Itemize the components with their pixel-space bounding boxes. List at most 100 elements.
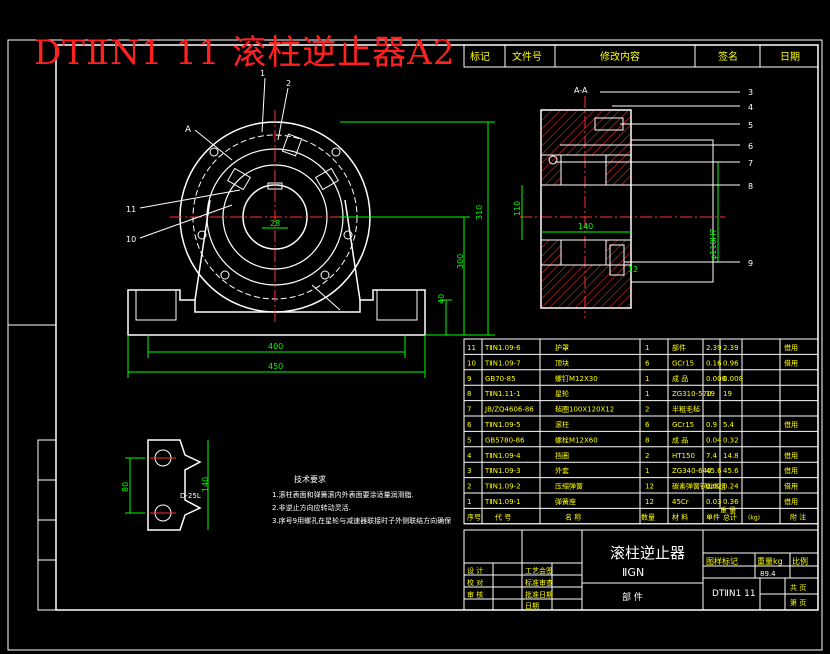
dim-height-center: 300 bbox=[456, 254, 465, 269]
front-callout-2: 2 bbox=[286, 79, 291, 88]
bom-cell-qty: 6 bbox=[645, 421, 650, 429]
bom-header-no: 序号 bbox=[467, 512, 481, 521]
bom-cell-note: 借用 bbox=[784, 420, 798, 429]
bom-cell-no: 11 bbox=[467, 344, 476, 352]
bom-header-note: 附 注 bbox=[790, 512, 806, 521]
rev-col-date: 日期 bbox=[780, 51, 800, 63]
bom-cell-unit: 45.6 bbox=[706, 467, 722, 475]
bom-header-material: 材 料 bbox=[672, 512, 688, 521]
tech-title: 技术要求 bbox=[294, 474, 326, 484]
bom-cell-name: 螺钉M12X30 bbox=[555, 374, 598, 383]
bom-cell-no: 7 bbox=[467, 406, 471, 414]
bom-cell-total: 5.4 bbox=[723, 421, 735, 429]
bom-cell-code: TⅡN1.09-6 bbox=[484, 344, 521, 352]
bom-cell-material: 部件 bbox=[672, 343, 686, 352]
bom-cell-note: 借用 bbox=[784, 451, 798, 460]
bom-cell-material: 半粗毛毡 bbox=[672, 405, 700, 414]
inner-frame bbox=[55, 44, 819, 611]
bom-cell-material: 成 品 bbox=[672, 374, 688, 383]
bom-cell-name: 压缩弹簧 bbox=[555, 482, 583, 491]
dim-outer: φ110H7 bbox=[709, 228, 718, 260]
bom-cell-material: GCr15 bbox=[672, 359, 694, 367]
bom-cell-code: GB5780-86 bbox=[485, 436, 525, 444]
bom-cell-name: 螺栓M12X60 bbox=[555, 435, 598, 444]
bom-cell-name: 星轮 bbox=[555, 389, 569, 398]
bom-cell-material: HT150 bbox=[672, 452, 695, 460]
section-callout-7: 7 bbox=[748, 159, 753, 168]
bom-cell-total: 0.36 bbox=[723, 498, 739, 506]
dim-width-inner: 400 bbox=[268, 342, 283, 351]
bom-cell-qty: 8 bbox=[645, 436, 649, 444]
bom-cell-material: 成 品 bbox=[672, 435, 688, 444]
section-callout-5: 5 bbox=[748, 121, 753, 130]
bom-cell-name: 护罩 bbox=[555, 343, 569, 352]
detail-dim-height: 140 bbox=[201, 477, 210, 492]
bom-header-weight: 重 量 bbox=[720, 506, 736, 514]
bom-cell-unit: 0.008 bbox=[706, 375, 726, 383]
dim-height-base: 40 bbox=[437, 294, 446, 304]
front-section-label: A bbox=[185, 125, 192, 135]
bom-cell-material: 碳素弹簧钢丝B组 bbox=[672, 482, 726, 491]
bom-cell-unit: 7.4 bbox=[706, 452, 718, 460]
tb-role-review: 审 核 bbox=[467, 590, 483, 599]
bom-cell-qty: 1 bbox=[645, 344, 649, 352]
bom-cell-total: 0.008 bbox=[723, 375, 743, 383]
tb-part-label: 部 件 bbox=[622, 591, 643, 603]
dim-width-outer: 450 bbox=[268, 362, 283, 371]
bom-cell-unit: 2.39 bbox=[706, 344, 722, 352]
section-callout-3: 3 bbox=[748, 88, 753, 97]
bom-cell-material: ZG310-570 bbox=[672, 390, 711, 398]
dim-shaft: 110 bbox=[513, 201, 522, 216]
bom-header-code: 代 号 bbox=[495, 512, 511, 521]
bom-cell-note: 借用 bbox=[784, 497, 798, 506]
bom-cell-total: 45.6 bbox=[723, 467, 739, 475]
bom-cell-no: 8 bbox=[467, 390, 471, 398]
revision-header: 标记 文件号 修改内容 签名 日期 bbox=[463, 44, 819, 68]
bom-cell-qty: 1 bbox=[645, 375, 649, 383]
bom-cell-total: 0.32 bbox=[723, 436, 739, 444]
bom-cell-qty: 2 bbox=[645, 406, 649, 414]
bom-cell-unit: 0.16 bbox=[706, 359, 722, 367]
rev-col-content: 修改内容 bbox=[600, 50, 640, 63]
front-callout-11: 11 bbox=[126, 205, 136, 214]
outer-frame bbox=[7, 39, 823, 651]
tb-role-design: 设 计 bbox=[467, 566, 483, 575]
bom-cell-unit: 0.03 bbox=[706, 498, 722, 506]
bom-cell-total: 19 bbox=[723, 390, 732, 398]
tb-sheet-no: 第 页 bbox=[790, 598, 806, 607]
front-callout-10: 10 bbox=[126, 235, 136, 244]
bom-cell-no: 2 bbox=[467, 483, 471, 491]
tb-product-name: 滚柱逆止器 bbox=[610, 544, 685, 562]
binding-strip bbox=[37, 439, 57, 611]
tech-requirements: 技术要求 1.滚柱表面和弹簧滚内外表面要涂适量润滑脂. 2.非逆止方向应转动灵活… bbox=[272, 474, 451, 525]
bom-cell-code: TⅡN1.09-1 bbox=[484, 498, 521, 506]
bom-cell-code: GB70-85 bbox=[485, 375, 516, 383]
bom-cell-no: 5 bbox=[467, 436, 471, 444]
bom-cell-qty: 1 bbox=[645, 390, 649, 398]
bom-cell-code: TⅡN1.09-2 bbox=[484, 483, 521, 491]
bom-cell-no: 4 bbox=[467, 452, 472, 460]
drawing-title-overlay: DTⅡN1 11 滚柱逆止器A2 bbox=[34, 33, 456, 73]
tb-role-approve: 批准日期 bbox=[525, 590, 553, 599]
bom-cell-material: GCr15 bbox=[672, 421, 694, 429]
tb-role-process: 工艺会签 bbox=[525, 566, 553, 575]
bom-cell-no: 1 bbox=[467, 498, 471, 506]
rev-col-sign: 签名 bbox=[718, 50, 738, 63]
tb-model: ⅡGN bbox=[622, 566, 644, 579]
bom-cell-unit: 19 bbox=[706, 390, 715, 398]
dim-bore-length: 140 bbox=[578, 222, 593, 231]
detail-view: 80 140 D-25L bbox=[121, 439, 210, 531]
section-callout-6: 6 bbox=[748, 142, 753, 151]
tech-item-1: 1.滚柱表面和弹簧滚内外表面要涂适量润滑脂. bbox=[272, 490, 414, 499]
bom-cell-name: 外套 bbox=[555, 466, 569, 475]
bom-cell-no: 10 bbox=[467, 359, 476, 367]
bom-cell-no: 3 bbox=[467, 467, 471, 475]
tech-item-2: 2.非逆止方向应转动灵活. bbox=[272, 503, 351, 512]
rev-col-mark: 标记 bbox=[470, 51, 490, 63]
bom-cell-code: TⅡN1.09-4 bbox=[484, 452, 521, 460]
bom-cell-total: 2.39 bbox=[723, 344, 739, 352]
tb-role-date: 日期 bbox=[525, 602, 539, 610]
section-callout-8: 8 bbox=[748, 182, 753, 191]
